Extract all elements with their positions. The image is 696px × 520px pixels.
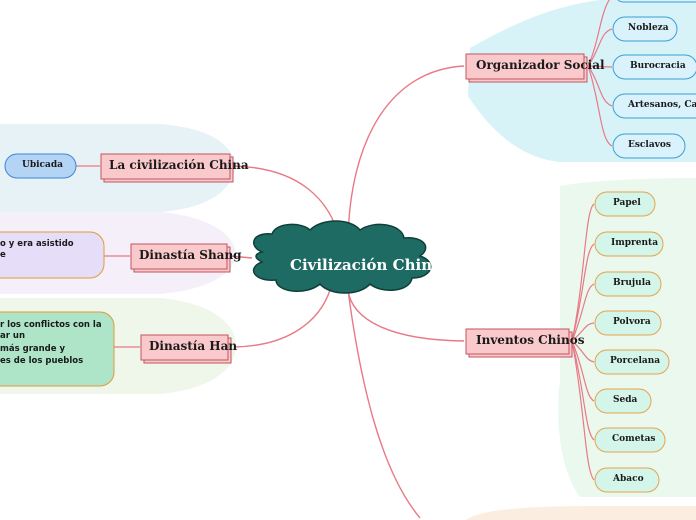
inventos-chips	[594, 191, 670, 493]
connector-han	[233, 289, 331, 348]
subconnectors-social	[587, 0, 613, 147]
han-note-line-1: r los conflictos con la	[0, 320, 102, 330]
chip-burocracia[interactable]: Burocracia	[630, 61, 686, 71]
connectors	[229, 65, 465, 519]
han-note-line-2: ar un	[0, 331, 25, 341]
chip-artesanos[interactable]: Artesanos, Cam	[628, 100, 696, 110]
shang-note-line-1: o y era asistido	[0, 239, 74, 249]
connector-shang	[229, 255, 253, 259]
region-bottom-branch	[466, 506, 696, 520]
chip-cometas[interactable]: Cometas	[612, 434, 656, 444]
chip-esclavos[interactable]: Esclavos	[628, 140, 671, 150]
topic-organizador-social[interactable]: Organizador Social	[476, 58, 605, 72]
connector-bottom	[347, 289, 421, 519]
han-note-line-4: es de los pueblos	[0, 356, 84, 366]
topic-dinastia-han[interactable]: Dinastía Han	[149, 339, 238, 353]
shang-note-line-2: e	[0, 250, 6, 260]
chip-brujula[interactable]: Brujula	[613, 278, 651, 288]
topic-boxes	[100, 53, 588, 364]
han-note-box	[0, 311, 115, 387]
chip-ubicada[interactable]: Ubicada	[22, 160, 63, 170]
subconnectors-inventos	[571, 203, 595, 481]
chip-abaco[interactable]: Abaco	[613, 474, 644, 484]
center-title[interactable]: Civilización China	[290, 256, 442, 274]
ubicada-chip	[4, 153, 77, 179]
han-note-line-3: más grande y	[0, 344, 66, 354]
chip-porcelana[interactable]: Porcelana	[610, 356, 661, 366]
chip-imprenta[interactable]: Imprenta	[611, 238, 659, 248]
connector-organizador	[347, 65, 465, 241]
chip-nobleza[interactable]: Nobleza	[628, 23, 669, 33]
chip-polvora[interactable]: Polvora	[613, 317, 651, 327]
topic-dinastia-shang[interactable]: Dinastía Shang	[139, 248, 242, 262]
shang-note-box	[0, 231, 105, 279]
topic-inventos-chinos[interactable]: Inventos Chinos	[476, 333, 585, 347]
chip-seda[interactable]: Seda	[613, 395, 638, 405]
connector-inventos	[347, 289, 465, 342]
center-cloud[interactable]	[252, 220, 432, 294]
topic-la-civilizacion-china[interactable]: La civilización China	[109, 158, 249, 172]
social-chips	[612, 0, 696, 159]
region-inventos-chinos	[558, 178, 696, 497]
chip-papel[interactable]: Papel	[613, 198, 641, 208]
